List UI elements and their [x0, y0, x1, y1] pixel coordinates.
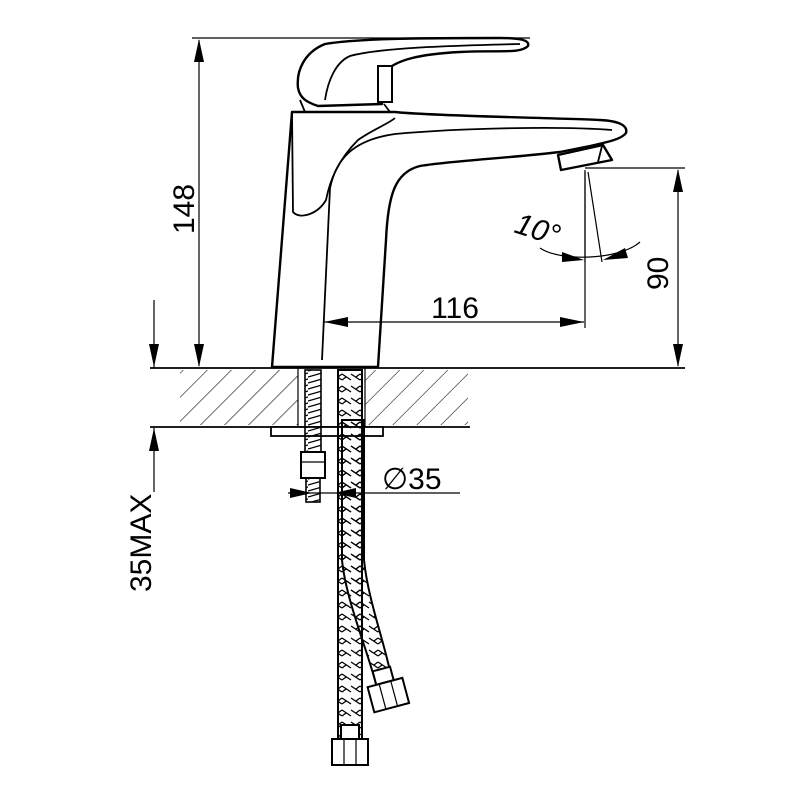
- mounting-nut: [300, 451, 326, 479]
- dimension-deck-thickness: 35MAX: [125, 300, 159, 592]
- dimension-spout-height: 90: [585, 167, 685, 367]
- arrow-angle-left: [562, 252, 584, 262]
- dimension-spout-reach: 116: [324, 170, 586, 328]
- mounting-washer: [270, 426, 384, 437]
- faucet-body-outline: [270, 110, 628, 369]
- countertop: [150, 367, 685, 428]
- supply-hoses: [331, 369, 411, 766]
- dimension-angle: 10°: [511, 171, 641, 263]
- arrow-90-bottom: [673, 344, 683, 367]
- label-148: 148: [168, 184, 201, 234]
- hose-right-nut: [366, 676, 411, 714]
- hose-right-nut-line2: [390, 680, 399, 707]
- arrow-116-right: [560, 317, 584, 327]
- label-hole-diameter: ∅35: [382, 463, 442, 496]
- hose-right-nut-line: [378, 683, 387, 710]
- angle-line-tilted: [587, 171, 603, 263]
- label-deck-thickness: 35MAX: [125, 494, 158, 592]
- dimension-hole-diameter: ∅35: [288, 463, 460, 498]
- label-angle: 10°: [511, 207, 564, 252]
- handle-base: [299, 99, 391, 113]
- handle-button: [377, 65, 393, 103]
- label-116: 116: [431, 292, 479, 325]
- faucet-handle[interactable]: [296, 36, 530, 113]
- faucet-body: [270, 110, 628, 369]
- hose-left-nut: [331, 738, 369, 766]
- mounting-hardware: [270, 369, 384, 503]
- threaded-rod: [304, 369, 322, 453]
- angle-arc: [539, 241, 641, 258]
- dimension-height-total: 148: [168, 37, 530, 367]
- countertop-right-hatch: [365, 370, 468, 425]
- handle-upper-curve: [324, 43, 521, 101]
- spout-aerator: [556, 143, 614, 172]
- arrow-116-left: [324, 317, 348, 327]
- arrow-35-right: [334, 488, 356, 498]
- hose-left-collar: [340, 724, 360, 740]
- countertop-left-hatch: [180, 370, 298, 425]
- spout-aerator-ring: [597, 145, 603, 163]
- hose-right-connector: [366, 665, 411, 714]
- threaded-rod-tip: [305, 477, 321, 503]
- arrow-35-left: [290, 488, 312, 498]
- faucet-shoulder: [291, 111, 396, 217]
- arrow-35max-bottom: [149, 428, 159, 451]
- arrow-148-top: [194, 39, 204, 62]
- arrow-148-bottom: [194, 344, 204, 367]
- arrow-35max-top: [149, 344, 159, 367]
- arrow-90-top: [673, 169, 683, 192]
- label-90: 90: [642, 257, 675, 290]
- arrow-angle-right: [603, 248, 628, 260]
